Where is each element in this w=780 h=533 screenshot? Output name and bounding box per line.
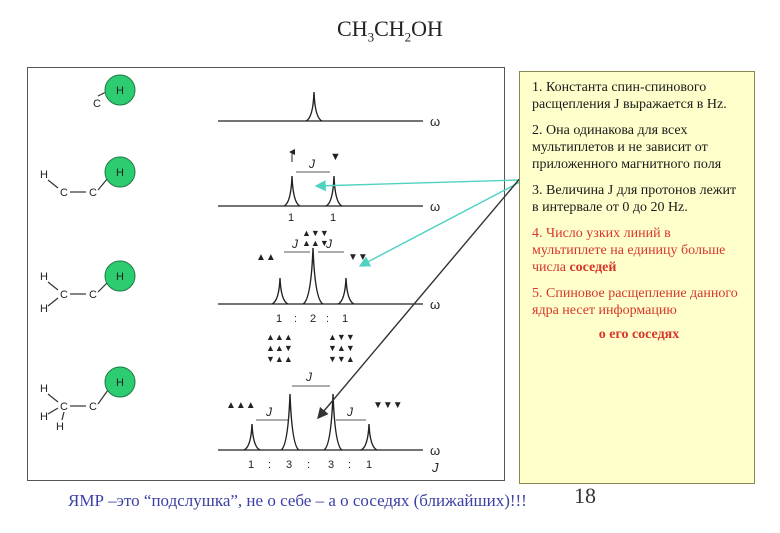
svg-text:▼▼▼: ▼▼▼ — [373, 400, 403, 411]
page-title: CH3CH2OH — [337, 16, 443, 45]
svg-text::: : — [326, 313, 329, 325]
svg-text:▼▲▼: ▼▲▼ — [328, 343, 355, 353]
svg-text:H: H — [116, 377, 124, 389]
svg-text:H: H — [116, 271, 124, 283]
svg-text:C: C — [60, 289, 68, 301]
svg-text:▲▲▲: ▲▲▲ — [226, 400, 256, 411]
svg-text:▲▲▲: ▲▲▲ — [266, 332, 293, 342]
spectrum-doublet: ▼ J 1 1 ω — [218, 149, 440, 224]
svg-text:C: C — [60, 401, 68, 413]
svg-text:1: 1 — [330, 212, 336, 224]
svg-text::: : — [268, 459, 271, 471]
svg-text:1: 1 — [248, 459, 254, 471]
svg-text:▲▲: ▲▲ — [256, 252, 276, 263]
molecule-ch-ch: H C C H — [40, 156, 136, 199]
note-5-emphasis: о его соседях — [598, 327, 680, 342]
svg-text:J: J — [291, 237, 299, 251]
note-2: 2. Она одинакова для всех мультиплетов и… — [532, 123, 722, 172]
svg-text:H: H — [40, 303, 48, 315]
spectrum-quartet: ▲▲▲ ▲▲▲ ▲▲▼ ▼▲▲ ▲▼▼ ▼▲▼ ▼▼▲ ▼▼▼ J J J 1 … — [218, 332, 440, 475]
svg-text:ω: ω — [430, 443, 440, 458]
svg-text:J: J — [431, 460, 439, 475]
svg-text:H: H — [116, 85, 124, 97]
svg-text:3: 3 — [286, 459, 292, 471]
svg-text:1: 1 — [288, 212, 294, 224]
svg-text:H: H — [40, 271, 48, 283]
svg-text:1: 1 — [276, 313, 282, 325]
svg-text:ω: ω — [430, 297, 440, 312]
svg-text:ω: ω — [430, 114, 440, 129]
molecule-ch2-ch: H H C C H — [40, 260, 136, 315]
svg-text:J: J — [305, 370, 313, 384]
svg-text:H: H — [40, 411, 48, 423]
svg-text:H: H — [56, 421, 64, 433]
svg-text:J: J — [265, 405, 273, 419]
svg-text:J: J — [346, 405, 354, 419]
notes-box: 1. Константа спин-спинового расщепления … — [519, 71, 755, 484]
svg-text::: : — [348, 459, 351, 471]
svg-text:▼▼: ▼▼ — [348, 252, 368, 263]
note-3: 3. Величина J для протонов лежит в интер… — [532, 183, 737, 215]
svg-text:▼▲▲: ▼▲▲ — [266, 354, 293, 364]
svg-text:J: J — [325, 237, 333, 251]
h-atom-icon — [104, 366, 136, 398]
svg-text:1: 1 — [366, 459, 372, 471]
note-5: 5. Спиновое расщепление данного ядра нес… — [532, 286, 738, 318]
svg-text:C: C — [60, 187, 68, 199]
svg-text:H: H — [116, 167, 124, 179]
svg-text:▲▼▼: ▲▼▼ — [328, 332, 355, 342]
svg-text:H: H — [40, 169, 48, 181]
h-atom-icon — [104, 156, 136, 188]
svg-text:▲▲▼: ▲▲▼ — [302, 238, 329, 248]
svg-text:▲▼▼: ▲▼▼ — [302, 228, 329, 238]
nmr-splitting-diagram: H C H C C H H H C C H H H H C C — [40, 74, 440, 475]
footer-caption: ЯМР –это “подслушка”, не о себе – а о со… — [68, 491, 527, 510]
svg-text:J: J — [308, 157, 316, 171]
svg-text:▼▼▲: ▼▼▲ — [328, 354, 355, 364]
svg-text::: : — [294, 313, 297, 325]
svg-text:C: C — [89, 401, 97, 413]
svg-text:2: 2 — [310, 313, 316, 325]
molecule-ch3-ch: H H H C C H — [40, 366, 136, 433]
svg-text:▲▲▼: ▲▲▼ — [266, 343, 293, 353]
svg-text::: : — [307, 459, 310, 471]
note-4: 4. Число узких линий в мультиплете на ед… — [532, 226, 726, 275]
spectrum-singlet: ω — [218, 91, 440, 129]
spectra-panel: H C H C C H H H C C H H H H C C — [27, 67, 505, 481]
spectrum-triplet: ▲▲ ▲▼▼ ▲▲▼ ▼▼ J J 1 : 2 : 1 ω — [218, 228, 440, 325]
page-number: 18 — [574, 483, 596, 508]
svg-text:C: C — [89, 187, 97, 199]
molecule-ch: H C — [93, 74, 136, 110]
svg-text:C: C — [89, 289, 97, 301]
h-atom-icon — [104, 260, 136, 292]
svg-text:H: H — [40, 383, 48, 395]
svg-text:3: 3 — [328, 459, 334, 471]
svg-text:▼: ▼ — [330, 151, 341, 163]
h-atom-icon — [104, 74, 136, 106]
svg-text:1: 1 — [342, 313, 348, 325]
svg-text:C: C — [93, 98, 101, 110]
note-1: 1. Константа спин-спинового расщепления … — [532, 80, 727, 112]
svg-text:ω: ω — [430, 199, 440, 214]
